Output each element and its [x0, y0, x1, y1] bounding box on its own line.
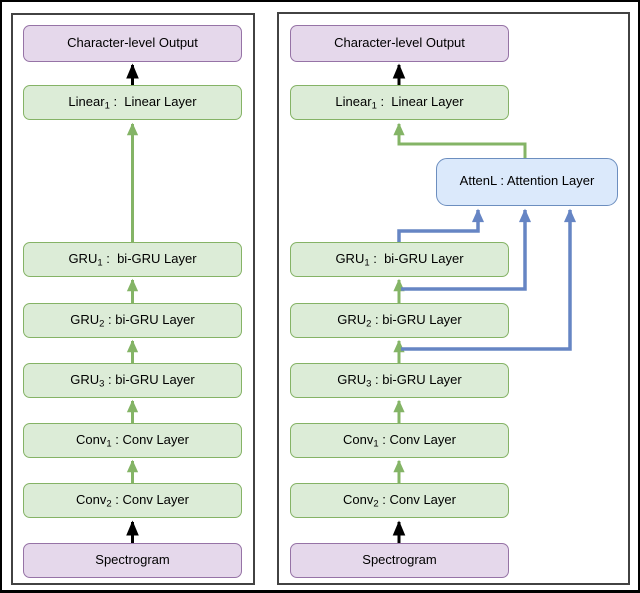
linear-layer-label: Linear1 : Linear Layer	[335, 93, 464, 112]
right-panel-attention-model: Character-level Output Linear1 : Linear …	[277, 12, 630, 585]
conv1-layer-label: Conv1 : Conv Layer	[343, 431, 456, 450]
output-box: Character-level Output	[290, 25, 509, 62]
gru2-layer-box: GRU2 : bi-GRU Layer	[290, 303, 509, 338]
arrow-gru1-to-atten	[397, 208, 485, 242]
conv1-layer-box: Conv1 : Conv Layer	[290, 423, 509, 458]
conv2-layer-box: Conv2 : Conv Layer	[290, 483, 509, 518]
attention-layer-label: AttenL : Attention Layer	[459, 173, 595, 189]
spectrogram-box: Spectrogram	[290, 543, 509, 578]
conv1-layer-box: Conv1 : Conv Layer	[23, 423, 242, 458]
gru1-layer-label: GRU1 : bi-GRU Layer	[68, 250, 197, 269]
linear-layer-box: Linear1 : Linear Layer	[290, 85, 509, 120]
output-label: Character-level Output	[334, 34, 465, 50]
gru3-layer-box: GRU3 : bi-GRU Layer	[290, 363, 509, 398]
left-panel-baseline-model: Character-level Output Linear1 : Linear …	[11, 13, 255, 585]
arrow-atten-to-linear	[393, 122, 527, 158]
output-label: Character-level Output	[67, 34, 198, 50]
gru2-layer-label: GRU2 : bi-GRU Layer	[337, 311, 462, 330]
gru1-layer-box: GRU1 : bi-GRU Layer	[23, 242, 242, 277]
conv2-layer-box: Conv2 : Conv Layer	[23, 483, 242, 518]
gru3-layer-box: GRU3 : bi-GRU Layer	[23, 363, 242, 398]
gru3-layer-label: GRU3 : bi-GRU Layer	[70, 371, 195, 390]
spectrogram-label: Spectrogram	[95, 551, 170, 567]
spectrogram-box: Spectrogram	[23, 543, 242, 578]
gru1-layer-label: GRU1 : bi-GRU Layer	[335, 250, 464, 269]
gru3-layer-label: GRU3 : bi-GRU Layer	[337, 371, 462, 390]
gru1-layer-box: GRU1 : bi-GRU Layer	[290, 242, 509, 277]
output-box: Character-level Output	[23, 25, 242, 62]
linear-layer-label: Linear1 : Linear Layer	[68, 93, 197, 112]
conv1-layer-label: Conv1 : Conv Layer	[76, 431, 189, 450]
gru2-layer-label: GRU2 : bi-GRU Layer	[70, 311, 195, 330]
spectrogram-label: Spectrogram	[362, 551, 437, 567]
linear-layer-box: Linear1 : Linear Layer	[23, 85, 242, 120]
conv2-layer-label: Conv2 : Conv Layer	[343, 491, 456, 510]
attention-layer-box: AttenL : Attention Layer	[436, 158, 618, 206]
conv2-layer-label: Conv2 : Conv Layer	[76, 491, 189, 510]
gru2-layer-box: GRU2 : bi-GRU Layer	[23, 303, 242, 338]
